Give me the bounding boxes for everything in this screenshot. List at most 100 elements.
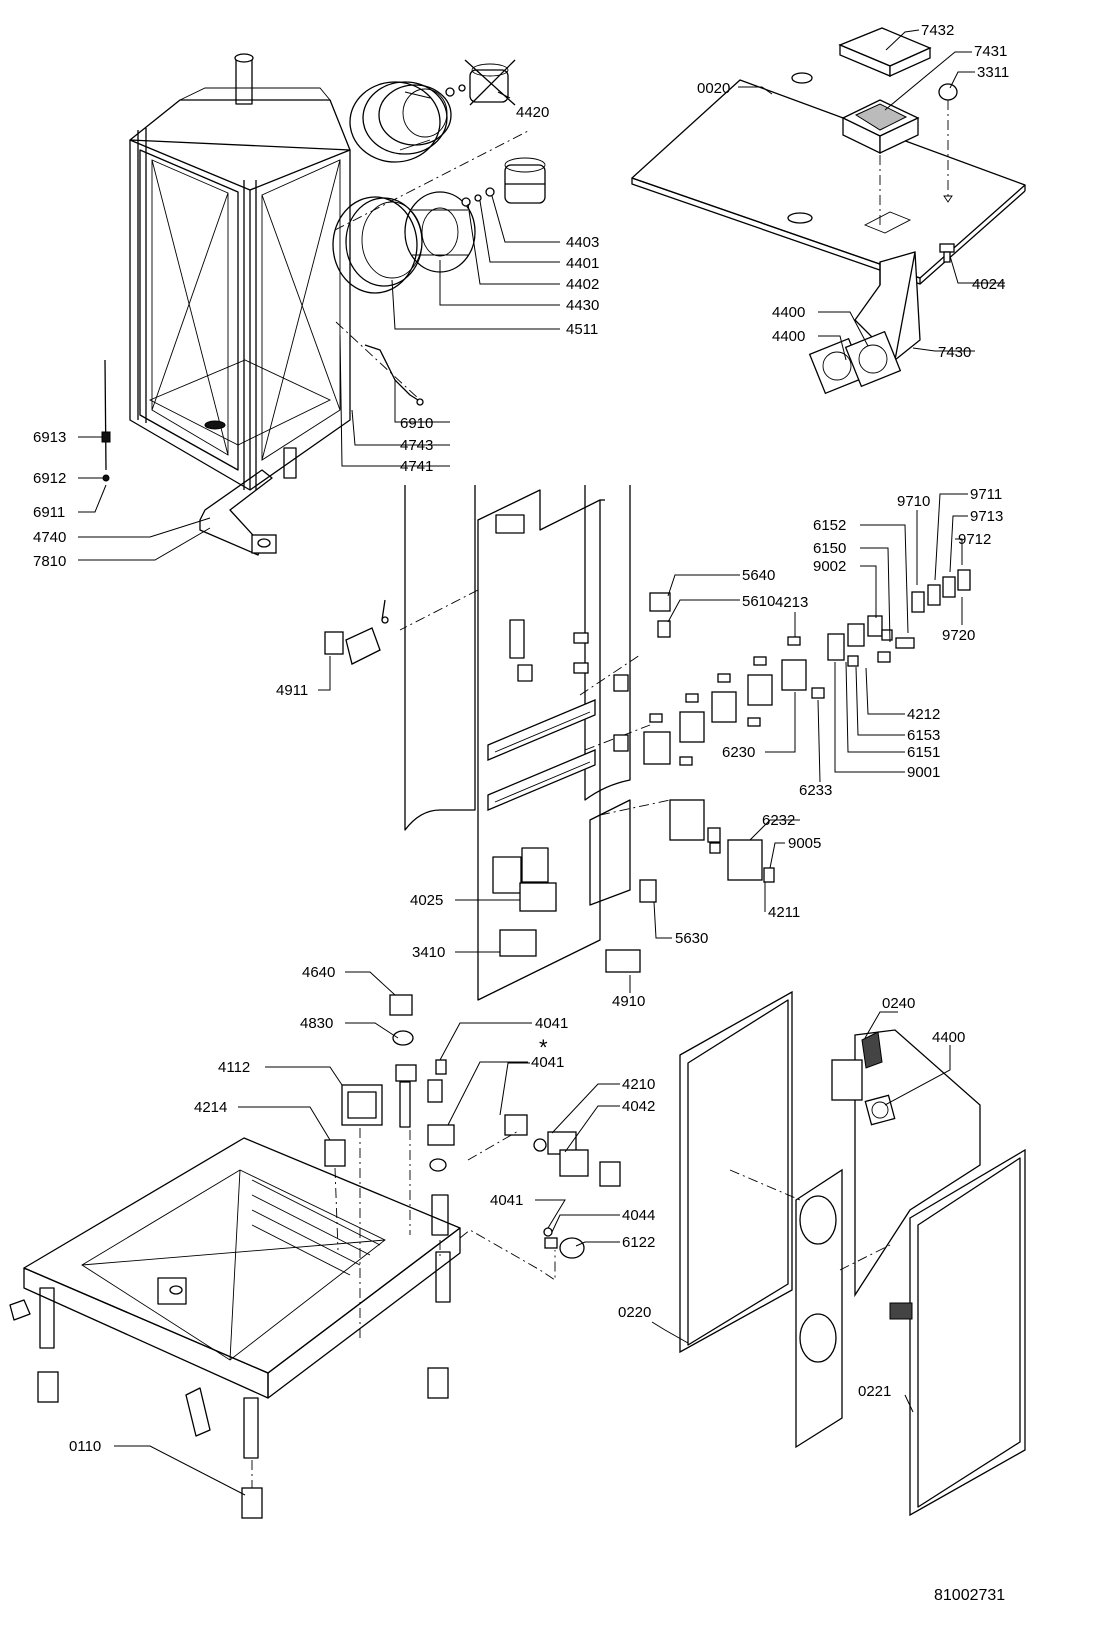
callout-0220: 0220: [618, 1304, 651, 1321]
callout-4910: 4910: [612, 993, 645, 1010]
callout-6230: 6230: [722, 744, 755, 761]
callout-4511: 4511: [566, 321, 598, 338]
callout-5640: 5640: [742, 567, 775, 584]
callout-9712: 9712: [958, 531, 991, 548]
callout-6233: 6233: [799, 782, 832, 799]
support-rail: [199, 447, 297, 556]
callout-5610: 5610: [742, 593, 775, 610]
top-cover-box: [838, 27, 932, 78]
door-switch-assembly: [324, 599, 389, 665]
thermostats: [827, 615, 915, 667]
contactors: [669, 799, 775, 883]
callout-4041-2: 4041: [531, 1054, 564, 1071]
callout-4212: 4212: [907, 706, 940, 723]
callout-7431: 7431: [974, 43, 1007, 60]
callout-4042: 4042: [622, 1098, 655, 1115]
transformer-4112: [341, 1084, 383, 1126]
filter-box: [841, 99, 920, 155]
relays-row: [643, 636, 825, 766]
callout-4400-side: 4400: [932, 1029, 965, 1046]
drain-assembly: [504, 1114, 621, 1259]
side-panel-0220: [679, 990, 793, 1354]
terminal-blocks: [911, 569, 971, 613]
callout-4830: 4830: [300, 1015, 333, 1032]
callout-6151: 6151: [907, 744, 940, 761]
callout-4402: 4402: [566, 276, 599, 293]
callout-4025: 4025: [410, 892, 443, 909]
callout-4210: 4210: [622, 1076, 655, 1093]
oven-cavity-frame: [129, 53, 351, 491]
callout-3311: 3311: [977, 64, 1009, 81]
callout-0240: 0240: [882, 995, 915, 1012]
callout-0221: 0221: [858, 1383, 891, 1400]
callout-4640: 4640: [302, 964, 335, 981]
callout-4740: 4740: [33, 529, 66, 546]
callout-7432: 7432: [921, 22, 954, 39]
callout-3410: 3410: [412, 944, 445, 961]
din-rail-upper: [487, 699, 596, 761]
front-strip: [795, 1168, 843, 1449]
callout-4403: 4403: [566, 234, 599, 251]
leader-lines: [78, 29, 1005, 1496]
callout-6911: 6911: [33, 504, 65, 521]
electrical-panel: [399, 485, 671, 1001]
callout-4112: 4112: [218, 1059, 250, 1076]
callout-6122: 6122: [622, 1234, 655, 1251]
callout-5630: 5630: [675, 930, 708, 947]
callout-labels: 7432 7431 3311 0020 4024 4400 4400 7430 …: [33, 22, 1009, 1604]
callout-4041-1: 4041: [535, 1015, 568, 1032]
callout-6913: 6913: [33, 429, 66, 446]
callout-9711: 9711: [970, 486, 1002, 503]
switch-5610: [657, 620, 671, 638]
fan-assembly-upper: [349, 59, 516, 163]
callout-4743: 4743: [400, 437, 433, 454]
callout-9713: 9713: [970, 508, 1003, 525]
callout-6153: 6153: [907, 727, 940, 744]
callout-4044: 4044: [622, 1207, 655, 1224]
callout-6152: 6152: [813, 517, 846, 534]
callout-9710: 9710: [897, 493, 930, 510]
callout-7810: 7810: [33, 553, 66, 570]
base-frame: [9, 1137, 461, 1459]
callout-9002: 9002: [813, 558, 846, 575]
callout-9005: 9005: [788, 835, 821, 852]
callout-4911: 4911: [276, 682, 308, 699]
din-rail-lower: [487, 749, 596, 811]
callout-6912: 6912: [33, 470, 66, 487]
callout-4213: 4213: [775, 594, 808, 611]
exhaust-fans: [808, 330, 902, 395]
water-valve-4640: [389, 994, 417, 1128]
brackets: [573, 632, 629, 752]
callout-4430: 4430: [566, 297, 599, 314]
callout-4211: 4211: [768, 904, 800, 921]
callout-9001: 9001: [907, 764, 940, 781]
callout-4041-3: 4041: [490, 1192, 523, 1209]
asterisk-note: *: [539, 1035, 548, 1060]
callout-4401: 4401: [566, 255, 599, 272]
controllers: [492, 847, 657, 973]
callout-0110: 0110: [69, 1438, 101, 1455]
callout-4214: 4214: [194, 1099, 227, 1116]
callout-4400-top-1: 4400: [772, 304, 805, 321]
solenoid-valves: [427, 1059, 455, 1236]
callout-4400-top-2: 4400: [772, 328, 805, 345]
callout-4741: 4741: [400, 458, 433, 475]
callout-9720: 9720: [942, 627, 975, 644]
document-number: 81002731: [934, 1587, 1005, 1604]
temperature-probe: [101, 359, 111, 482]
fan-assembly-lower: [332, 157, 546, 294]
side-panel-0221: [909, 1148, 1026, 1517]
adjustable-feet: [37, 1367, 449, 1519]
top-plate: [631, 72, 1026, 285]
callout-6232: 6232: [762, 812, 795, 829]
callout-0020: 0020: [697, 80, 730, 97]
inner-panel-0240: [831, 1029, 981, 1320]
capacitor-4214: [324, 1139, 346, 1167]
switch-5640: [649, 592, 671, 612]
callout-7430: 7430: [938, 344, 971, 361]
callout-6150: 6150: [813, 540, 846, 557]
callout-4024: 4024: [972, 276, 1005, 293]
callout-6910: 6910: [400, 415, 433, 432]
callout-4420: 4420: [516, 104, 549, 121]
